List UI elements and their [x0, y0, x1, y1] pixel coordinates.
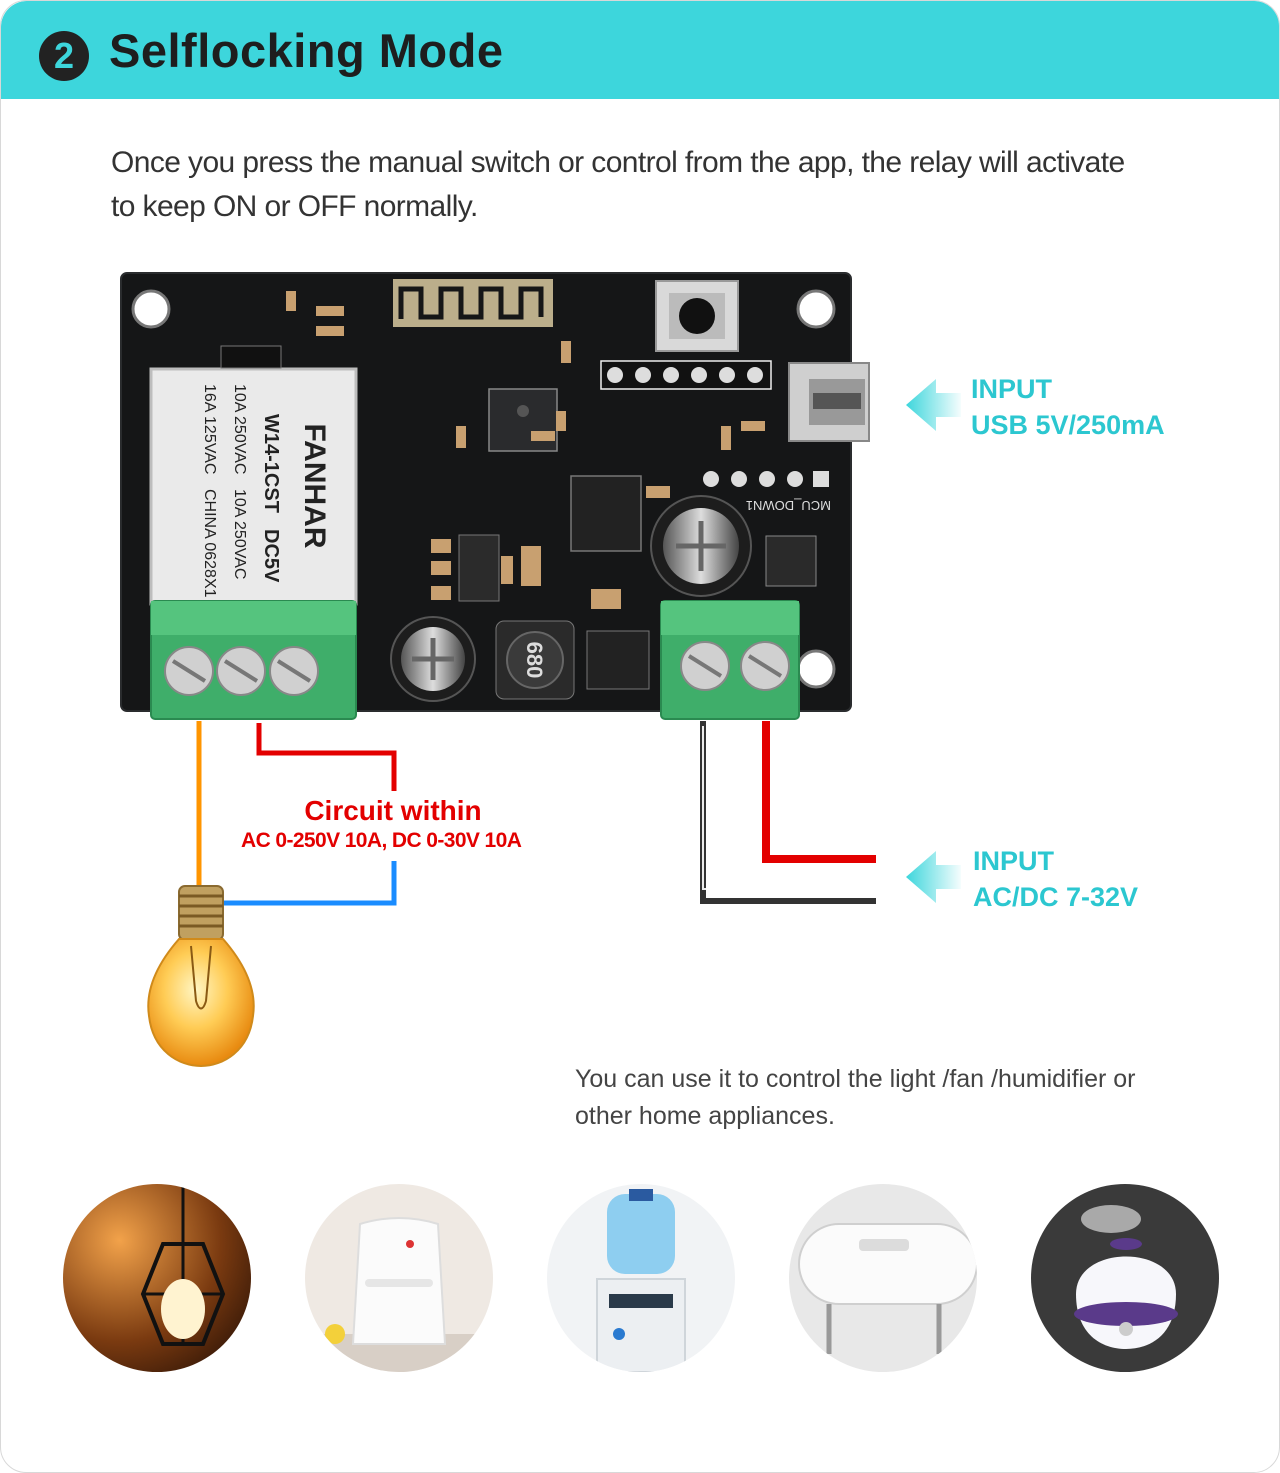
relay-coil: DC5V: [260, 529, 282, 583]
light-bulb-icon: [147, 885, 255, 1068]
air-fryer-icon: [305, 1184, 493, 1372]
circuit-spec: AC 0-250V 10A, DC 0-30V 10A: [241, 829, 522, 852]
negative-wire: [700, 721, 876, 904]
power-input-arrow-icon: [906, 851, 961, 903]
positive-wire: [762, 721, 876, 863]
power-input-spec: AC/DC 7-32V: [973, 882, 1139, 912]
header-bar: 2 Selflocking Mode: [1, 1, 1279, 99]
step-number-badge: 2: [39, 31, 89, 81]
humidifier-icon: [1031, 1184, 1219, 1372]
relay-rating-3: 16A 125VAC: [201, 384, 218, 474]
wifi-chip: [488, 388, 558, 452]
live-wire: [256, 723, 397, 791]
pcb-board: MCU_DOWN1: [120, 272, 870, 720]
circuit-title: Circuit within: [304, 795, 482, 826]
capacitor-large: [650, 495, 752, 597]
water-dispenser-icon: [547, 1184, 735, 1372]
power-input-title: INPUT: [973, 846, 1054, 876]
relay-rating-2: 10A 250VAC: [231, 489, 248, 579]
description-line-1: Once you press the manual switch or cont…: [111, 146, 1125, 179]
bridge-rectifier: [765, 535, 817, 587]
pendant-lamp-icon: [63, 1184, 251, 1372]
usb-input-title: INPUT: [971, 374, 1052, 404]
relay: FANHAR W14-1CST DC5V 10A 250VAC 10A 250V…: [149, 345, 358, 606]
wifi-antenna: [393, 279, 553, 327]
usb-input-spec: USB 5V/250mA: [971, 410, 1165, 440]
mounting-hole: [796, 649, 836, 689]
water-heater-icon: [789, 1184, 977, 1372]
wires: [196, 721, 876, 906]
usage-note: You can use it to control the light /fan…: [575, 1061, 1215, 1135]
mcu-down-label: MCU_DOWN1: [746, 498, 831, 513]
mounting-hole: [131, 289, 171, 329]
relay-brand: FANHAR: [298, 424, 331, 549]
smd-components: [286, 291, 765, 609]
mcu-down-pins: [703, 471, 829, 487]
power-input-label: INPUT AC/DC 7-32V: [973, 843, 1138, 915]
relay-model: W14-1CST: [260, 414, 282, 513]
mounting-hole: [796, 289, 836, 329]
neutral-wire: [221, 861, 397, 906]
relay-rating-4: CHINA 0628X1: [201, 489, 218, 598]
power-terminal-block: [660, 600, 800, 720]
usage-line-1: You can use it to control the light /fan…: [575, 1065, 1136, 1093]
page-title: Selflocking Mode: [109, 24, 504, 77]
buck-converter-chip: [586, 630, 650, 690]
relay-terminal-block: [150, 600, 357, 720]
mcu-chip: [570, 475, 642, 552]
description-line-2: to keep ON or OFF normally.: [111, 190, 478, 223]
capacitor-small: [390, 616, 476, 702]
usb-input-arrow-icon: [906, 379, 961, 431]
usage-line-2: other home appliances.: [575, 1102, 835, 1130]
header-pin-row: [600, 360, 772, 390]
voltage-regulator: [458, 534, 500, 602]
mode-description: Once you press the manual switch or cont…: [111, 141, 1191, 229]
usb-input-label: INPUT USB 5V/250mA: [971, 371, 1165, 443]
inductor-label: 680: [522, 642, 547, 679]
relay-rating-1: 10A 250VAC: [231, 384, 248, 474]
